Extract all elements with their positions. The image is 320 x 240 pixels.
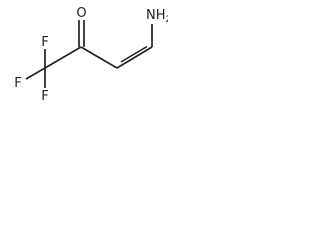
amine-subscript: 2 (166, 15, 169, 25)
oxygen-atom: O (76, 6, 86, 21)
bond-c-c-double-inner (120, 45, 148, 63)
amine-group: NH2 (146, 8, 168, 25)
atom-labels: O F F F NH2 (11, 4, 168, 104)
amine-main-label: NH (146, 8, 166, 23)
bond-c-c-carbonyl (44, 46, 82, 69)
bond-c-f-left (25, 67, 46, 80)
structure-diagram: O F F F NH2 (11, 4, 168, 104)
bonds (25, 20, 153, 90)
fluorine-atom-top: F (41, 35, 48, 50)
fluorine-atom-left: F (14, 76, 21, 91)
bond-c-c-alkene (80, 46, 118, 69)
bond-c-c-double-outer (116, 46, 153, 69)
fluorine-atom-bottom: F (41, 89, 48, 104)
